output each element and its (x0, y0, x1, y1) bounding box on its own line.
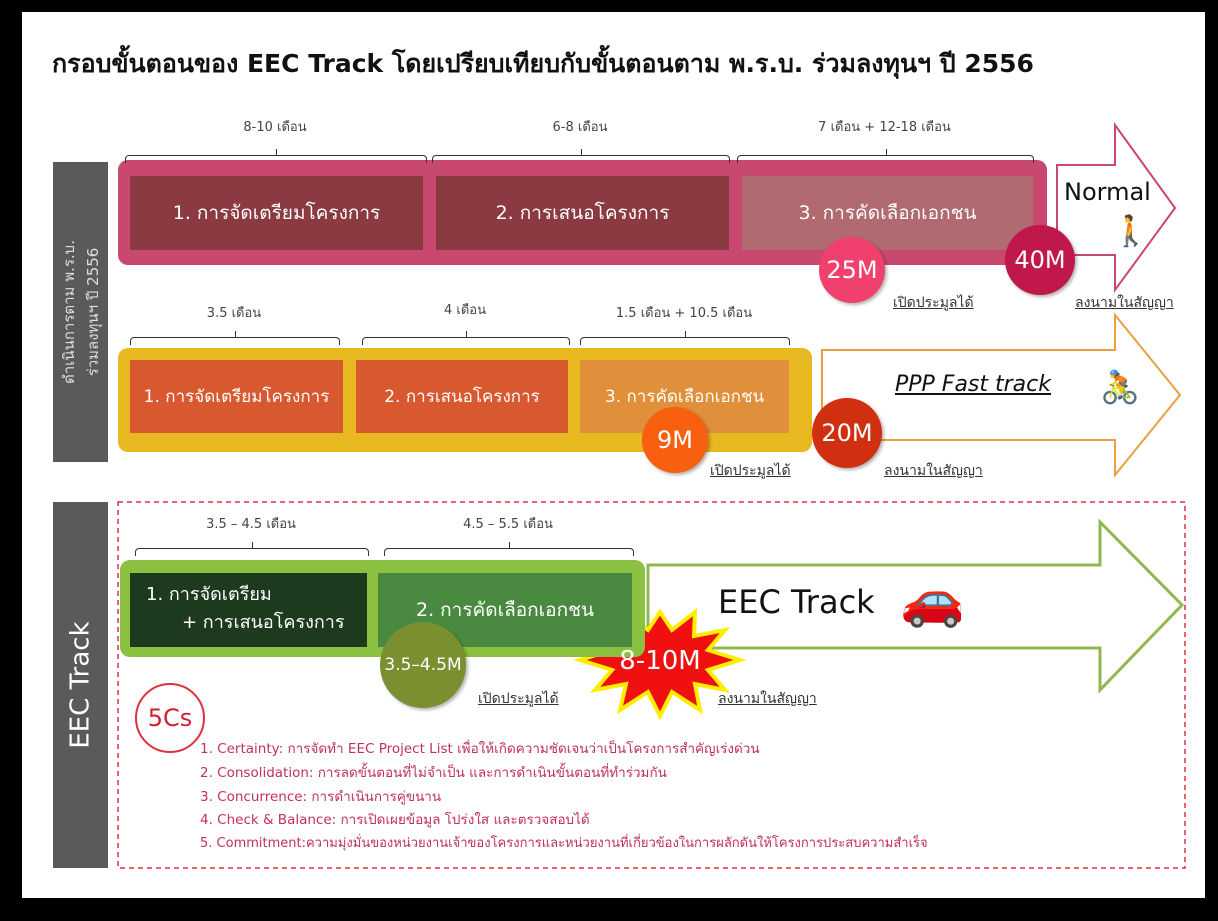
duration-label: 1.5 เดือน + 10.5 เดือน (615, 306, 753, 321)
bracket (580, 331, 790, 345)
5cs-item: 4. Check & Balance: การเปิดเผยข้อมูล โปร… (200, 812, 590, 828)
duration-label: 3.5 เดือน (206, 306, 262, 321)
bid-label: เปิดประมูลได้ (478, 691, 559, 707)
duration-label: 6-8 เดือน (552, 120, 608, 135)
bracket (432, 149, 730, 163)
eec-step-1: 1. การจัดเตรียม + การเสนอโครงการ (130, 573, 367, 647)
bracket (362, 331, 570, 345)
eec-step-2: 2. การคัดเลือกเอกชน (378, 573, 632, 647)
sign-label: ลงนามในสัญญา (884, 463, 983, 479)
5cs-item: 3. Concurrence: การดำเนินการคู่ขนาน (200, 789, 442, 805)
sign-label: ลงนามในสัญญา (718, 691, 817, 707)
side-label-eec: EEC Track (53, 502, 108, 868)
eec-track-label: EEC Track (718, 583, 875, 621)
bracket (130, 331, 340, 345)
fast-track-label: PPP Fast track (895, 372, 1051, 397)
5cs-badge: 5Cs (135, 683, 205, 753)
eec-track-arrow (646, 518, 1185, 694)
walking-person-icon: 🚶 (1112, 214, 1150, 249)
bubble-bid-25m: 25M (819, 237, 885, 303)
duration-label: 7 เดือน + 12-18 เดือน (818, 120, 951, 135)
duration-label: 4.5 – 5.5 เดือน (463, 517, 553, 532)
bubble-sign-20m: 20M (812, 398, 882, 468)
duration-label: 4 เดือน (444, 303, 486, 318)
eec-step-1-line2: + การเสนอโครงการ (182, 612, 345, 633)
sign-label: ลงนามในสัญญา (1075, 295, 1174, 311)
bracket (125, 149, 427, 163)
side-label-ppp-act: ดำเนินการตาม พ.ร.บ.ร่วมลงทุนฯ ปี 2556 (53, 162, 108, 462)
fast-step-2: 2. การเสนอโครงการ (356, 360, 568, 433)
page-title: กรอบขั้นตอนของ EEC Track โดยเปรียบเทียบก… (52, 49, 1034, 78)
bid-label: เปิดประมูลได้ (710, 463, 791, 479)
eec-dashed-frame (117, 501, 1186, 869)
normal-label: Normal (1064, 178, 1151, 206)
normal-step-3: 3. การคัดเลือกเอกชน (742, 176, 1033, 250)
bracket (135, 542, 369, 556)
bubble-sign-40m: 40M (1005, 225, 1075, 295)
bracket (384, 542, 634, 556)
5cs-item: 2. Consolidation: การลดขั้นตอนที่ไม่จำเป… (200, 765, 667, 781)
normal-step-1: 1. การจัดเตรียมโครงการ (130, 176, 423, 250)
eec-step-1-line1: 1. การจัดเตรียม (146, 584, 272, 605)
duration-label: 3.5 – 4.5 เดือน (206, 517, 296, 532)
normal-arrow (1056, 121, 1177, 294)
bubble-bid-eec: 3.5–4.5M (380, 622, 466, 708)
duration-label: 8-10 เดือน (243, 120, 307, 135)
bubble-bid-9m: 9M (642, 407, 708, 473)
bid-label: เปิดประมูลได้ (893, 295, 974, 311)
car-icon: 🚗 (900, 570, 965, 630)
starburst-sign-eec: 8-10M (619, 646, 701, 676)
normal-step-2: 2. การเสนอโครงการ (436, 176, 729, 250)
bracket (737, 149, 1034, 163)
5cs-item: 5. Commitment:ความมุ่งมั่นของหน่วยงานเจ้… (200, 836, 928, 851)
fast-step-1: 1. การจัดเตรียมโครงการ (130, 360, 343, 433)
slide (22, 12, 1205, 898)
cyclist-icon: 🚴 (1100, 368, 1140, 406)
5cs-item: 1. Certainty: การจัดทำ EEC Project List … (200, 741, 760, 757)
